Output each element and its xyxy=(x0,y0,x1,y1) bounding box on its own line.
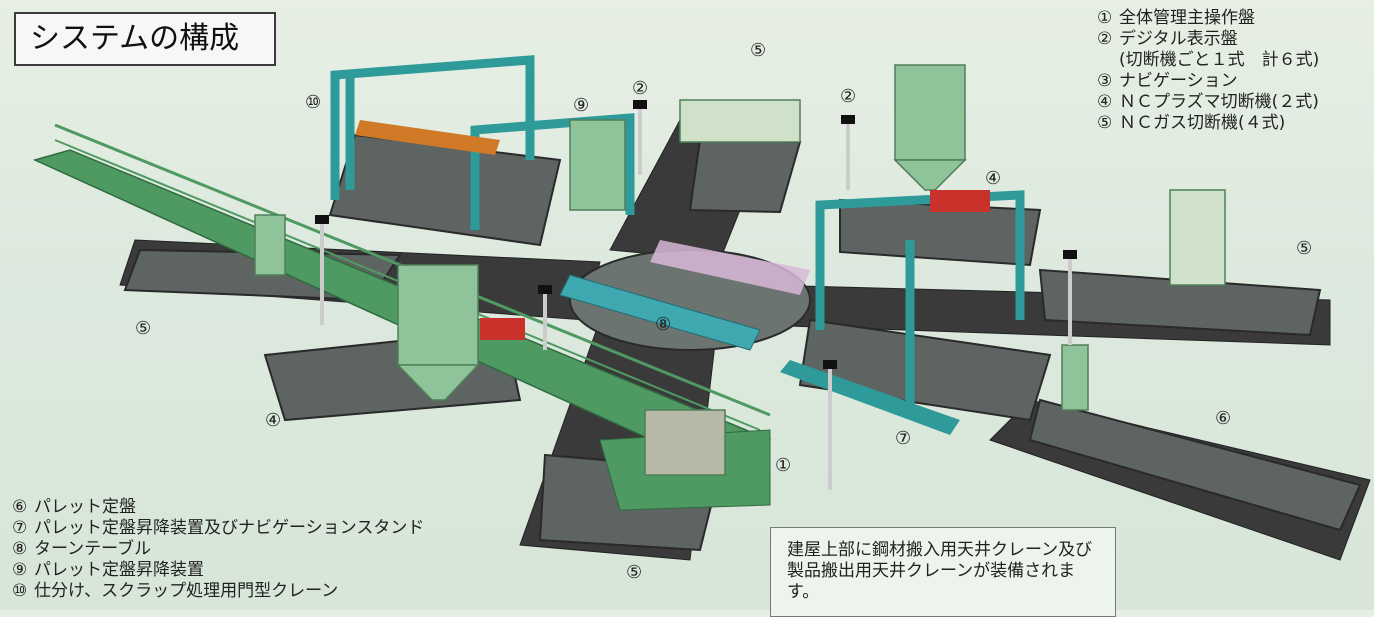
turntable-rail xyxy=(559,274,761,351)
callout-7: ⑦ xyxy=(895,428,912,449)
display-head-1 xyxy=(633,100,647,109)
gas-cutter-right xyxy=(1169,189,1226,286)
table-right xyxy=(1038,268,1322,337)
gas-cutter-top xyxy=(679,99,801,143)
display-head-5 xyxy=(823,360,837,369)
table-center-top xyxy=(688,138,802,214)
callout-1: ① xyxy=(775,455,792,476)
display-head-3 xyxy=(538,285,552,294)
plasma-head-right xyxy=(930,190,990,212)
callout-5-left: ⑤ xyxy=(135,318,152,339)
table-center-right xyxy=(798,318,1052,422)
dust-collector-hopper xyxy=(893,159,967,191)
operator-console xyxy=(644,409,726,476)
gantry-9-panel xyxy=(569,119,626,211)
page-title: システムの構成 xyxy=(14,12,276,66)
turntable xyxy=(559,240,811,351)
display-head-4 xyxy=(1063,250,1077,259)
table-bottom-right xyxy=(1028,398,1362,532)
crane-note: 建屋上部に鋼材搬入用天井クレーン及び製品搬出用天井クレーンが装備されます。 xyxy=(770,527,1116,617)
gantry-7 xyxy=(815,190,1025,410)
callout-4-right: ④ xyxy=(985,168,1002,189)
callout-9: ⑨ xyxy=(573,95,590,116)
plasma-cabinet-left xyxy=(397,264,479,366)
turntable-pink xyxy=(650,240,810,295)
callout-2-left: ② xyxy=(632,78,649,99)
dust-collector xyxy=(894,64,966,161)
plasma-hopper-left xyxy=(396,364,480,401)
callout-4-left: ④ xyxy=(265,410,282,431)
callout-2-right: ② xyxy=(840,86,857,107)
callout-5-top: ⑤ xyxy=(750,40,767,61)
callout-6: ⑥ xyxy=(1215,408,1232,429)
callout-10: ⑩ xyxy=(305,92,322,113)
display-head-2 xyxy=(841,115,855,124)
display-head-6 xyxy=(315,215,329,224)
callout-5-bottom: ⑤ xyxy=(626,562,643,583)
plasma-head-left xyxy=(480,318,525,340)
display-heads xyxy=(315,100,1077,369)
callout-5-right: ⑤ xyxy=(1296,238,1313,259)
gantry-10 xyxy=(330,55,535,200)
gantry-9 xyxy=(470,113,635,230)
display-poles xyxy=(320,105,1072,490)
cabinets xyxy=(254,64,1226,476)
gantry-cranes xyxy=(330,55,1025,410)
gantry-7-beam xyxy=(780,360,960,435)
gantry-10-beam xyxy=(355,120,500,155)
cabinet-left-small xyxy=(254,214,286,276)
callout-8: ⑧ xyxy=(655,314,672,335)
cabinet-right-small xyxy=(1061,344,1089,411)
legend-item-2-note: (切断機ごと１式 計６式) xyxy=(1119,50,1320,70)
